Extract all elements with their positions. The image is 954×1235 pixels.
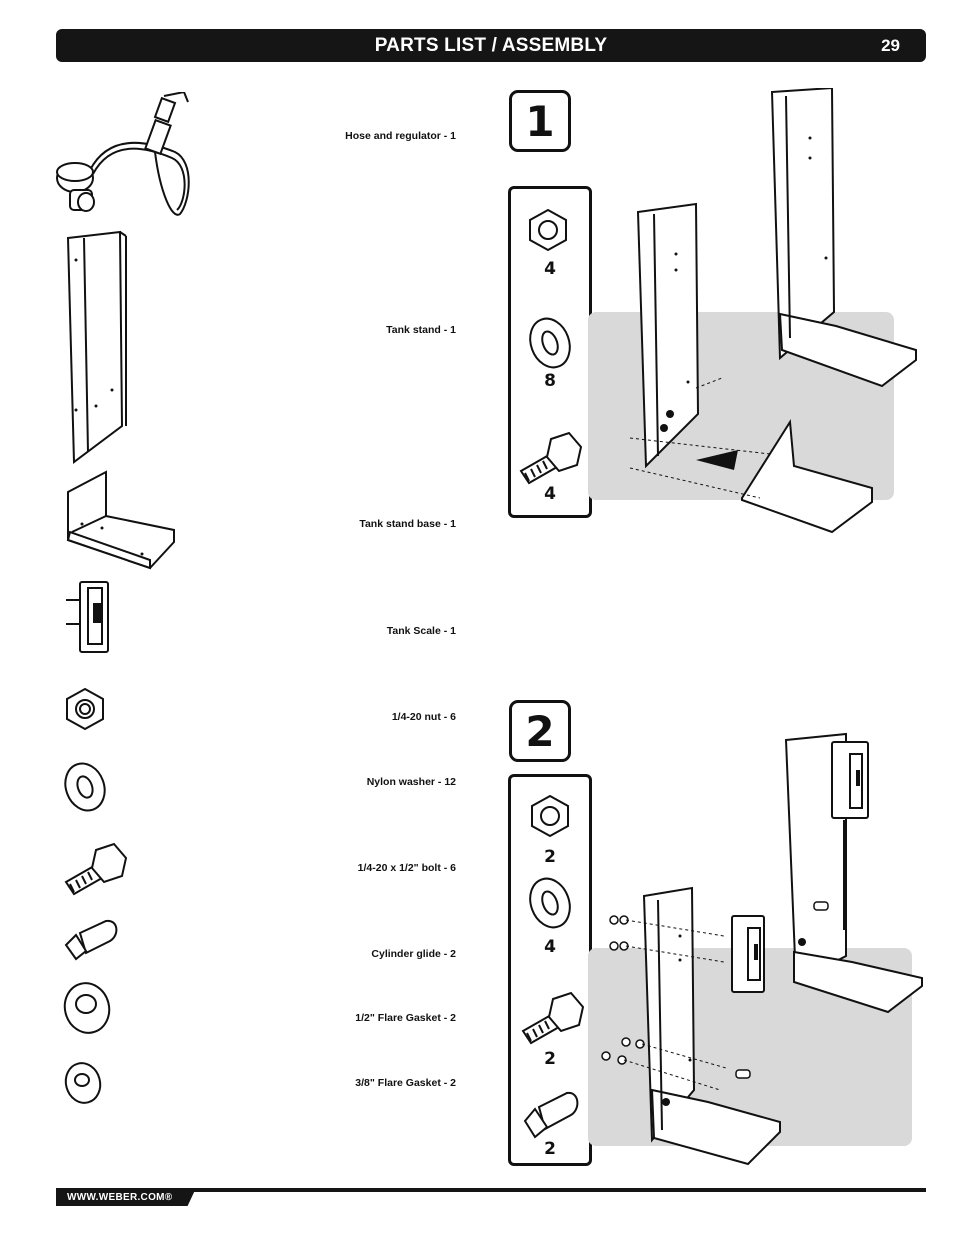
footer-rule (56, 1188, 926, 1192)
bolt-icon (521, 991, 585, 1045)
washer-icon (64, 762, 106, 812)
nut-icon (529, 208, 567, 252)
part-label-tank-scale: Tank Scale - 1 (386, 625, 456, 637)
hardware-qty: 2 (544, 847, 556, 867)
step-2-hardware-panel: 2 4 2 2 (508, 774, 592, 1166)
step-number-2: 2 (509, 700, 571, 762)
step-2-assembly-diagram (601, 732, 923, 1166)
nut-icon (531, 794, 569, 838)
hardware-qty: 4 (544, 259, 556, 279)
part-label-flare-gasket-large: 1/2" Flare Gasket - 2 (355, 1012, 456, 1024)
footer-tab (56, 1188, 196, 1206)
step-number-1: 1 (509, 90, 571, 152)
part-label-washer: Nylon washer - 12 (366, 776, 456, 788)
part-label-tank-stand: Tank stand - 1 (386, 324, 456, 336)
part-label-hose-regulator: Hose and regulator - 1 (345, 130, 456, 142)
step-1-hardware-panel: 4 8 4 (508, 186, 592, 518)
cylinder-glide-icon (523, 1091, 579, 1139)
tank-stand-base-icon (66, 470, 175, 570)
bolt-icon (64, 842, 128, 896)
hardware-qty: 2 (544, 1049, 556, 1069)
tank-scale-icon (66, 581, 109, 653)
washer-icon (529, 317, 571, 369)
bolt-icon (519, 431, 583, 485)
part-label-bolt: 1/4-20 x 1/2" bolt - 6 (357, 862, 456, 874)
cylinder-glide-icon (64, 919, 118, 961)
hardware-qty: 4 (544, 484, 556, 504)
tank-stand-icon (66, 230, 127, 464)
hardware-qty: 4 (544, 937, 556, 957)
step-1-assembly-diagram (629, 88, 917, 534)
part-label-cylinder-glide: Cylinder glide - 2 (371, 948, 456, 960)
nut-icon (66, 687, 104, 731)
part-label-nut: 1/4-20 nut - 6 (391, 711, 456, 723)
part-label-flare-gasket-small: 3/8" Flare Gasket - 2 (355, 1077, 456, 1089)
flare-gasket-large-icon (63, 982, 111, 1034)
header-bar: PARTS LIST / ASSEMBLY 29 (56, 29, 926, 62)
footer-url[interactable]: WWW.WEBER.COM® (67, 1192, 173, 1203)
washer-icon (529, 877, 571, 929)
hardware-qty: 2 (544, 1139, 556, 1159)
page-title: PARTS LIST / ASSEMBLY (374, 35, 608, 56)
hose-regulator-icon (56, 92, 190, 216)
hardware-qty: 8 (544, 371, 556, 391)
page-number: 29 (881, 36, 900, 55)
flare-gasket-small-icon (64, 1062, 102, 1104)
part-label-tank-stand-base: Tank stand base - 1 (359, 518, 456, 530)
